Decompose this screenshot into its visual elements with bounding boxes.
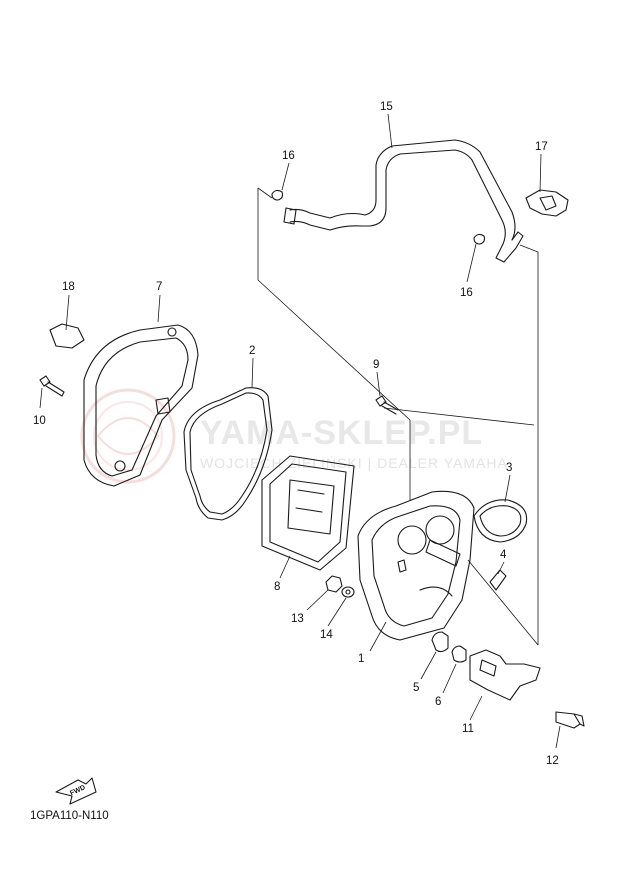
- watermark-title: YAMA-SKLEP.PL: [200, 414, 483, 452]
- callout-7: 7: [156, 281, 162, 293]
- cover-screw: [39, 375, 65, 397]
- watermark: YAMA-SKLEP.PL WOJCIECH ZIELIŃSKI | DEALE…: [80, 388, 507, 484]
- callout-16-upper: 16: [282, 150, 295, 162]
- fwd-label: FWD: [69, 784, 86, 797]
- fwd-arrow-icon: FWD: [55, 777, 97, 805]
- callout-17: 17: [535, 141, 548, 153]
- hose-holder: [525, 189, 569, 217]
- callout-5: 5: [413, 682, 419, 694]
- watermark-logo: [80, 388, 176, 484]
- case-bolt: [375, 395, 399, 415]
- case-gasket: [183, 387, 273, 521]
- callout-labels: 15 16 16 17 18 7 2 9 10 3 4 8 13 14 1 5 …: [33, 101, 559, 767]
- callout-16-lower: 16: [460, 287, 473, 299]
- callout-11: 11: [462, 723, 474, 735]
- hose-band-clip: [489, 569, 507, 591]
- callout-12: 12: [546, 755, 559, 767]
- callout-3: 3: [506, 462, 512, 474]
- callout-18: 18: [62, 281, 75, 293]
- callout-1: 1: [358, 653, 364, 665]
- collar: [451, 645, 467, 663]
- callout-8: 8: [274, 581, 280, 593]
- hose-clip-upper: [271, 189, 284, 201]
- callout-4: 4: [500, 549, 507, 561]
- callout-10: 10: [33, 415, 46, 427]
- leader-lines: [39, 113, 561, 749]
- callout-14: 14: [320, 629, 333, 641]
- bracket: [469, 649, 541, 701]
- hose-clip-lower: [473, 233, 486, 245]
- grommet: [431, 631, 449, 653]
- callout-15: 15: [380, 101, 393, 113]
- emblem: [49, 323, 85, 349]
- nut: [325, 575, 343, 593]
- air-filter-case: [357, 490, 475, 641]
- callout-13: 13: [291, 613, 304, 625]
- diagram-code: 1GPA110-N110: [30, 810, 109, 822]
- breather-hose: [283, 139, 524, 263]
- callout-9: 9: [373, 359, 379, 371]
- side-cover: [83, 324, 199, 487]
- o-ring: [473, 499, 528, 543]
- air-filter-element: [261, 455, 355, 571]
- assembly-frame: [257, 187, 539, 646]
- callout-6: 6: [435, 696, 441, 708]
- washer: [341, 586, 355, 598]
- bracket-bolt: [555, 711, 585, 729]
- callout-2: 2: [249, 345, 255, 357]
